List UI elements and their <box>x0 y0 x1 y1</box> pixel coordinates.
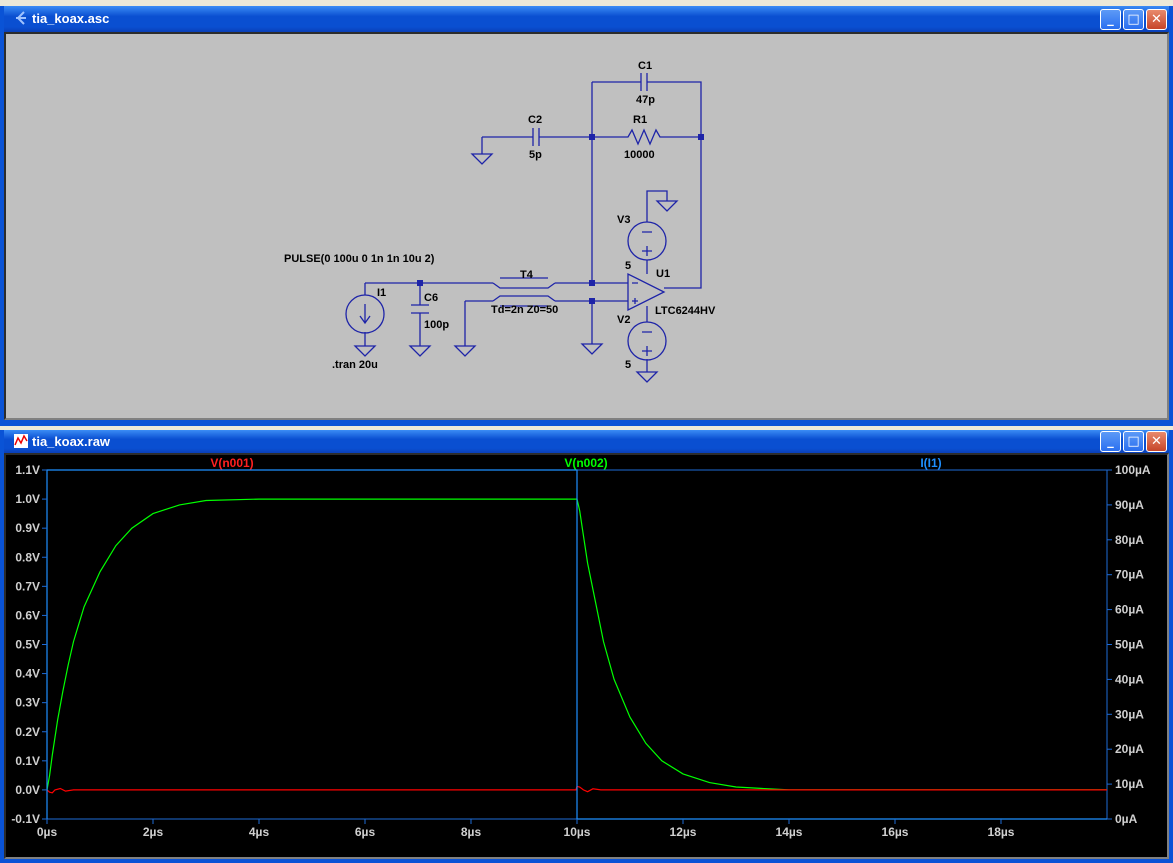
y2-tick-label: 30µA <box>1115 707 1144 721</box>
y-tick-label: 0.6V <box>15 608 40 622</box>
schematic-canvas[interactable]: C1 47p C2 5p R1 10000 V3 5 V2 5 U1 LTC62… <box>4 32 1169 420</box>
y2-tick-label: 10µA <box>1115 777 1144 791</box>
y-tick-label: -0.1V <box>11 812 40 826</box>
y2-tick-label: 80µA <box>1115 533 1144 547</box>
y-tick-label: 0.7V <box>15 579 40 593</box>
axis-ticks: 0µs 2µs 4µs 6µs 8µs 10µs 12µs 14µs 16µs 18µs -0.1V… <box>11 463 1151 839</box>
r1-label: R1 <box>633 114 647 126</box>
waveform-plot[interactable]: V(n001) V(n002) I(I1) 0µs 2µs 4µs 6µs 8µs 10µ… <box>6 455 1167 857</box>
schematic-title: tia_koax.asc <box>32 11 110 26</box>
y2-tick-label: 50µA <box>1115 638 1144 652</box>
c2-label: C2 <box>528 114 542 126</box>
x-tick-label: 2µs <box>143 825 164 839</box>
x-tick-label: 10µs <box>564 825 591 839</box>
x-tick-label: 14µs <box>776 825 803 839</box>
voltage-source-v2[interactable] <box>627 321 667 361</box>
y-tick-label: 1.1V <box>15 463 40 477</box>
minimize-button[interactable]: _ <box>1100 431 1121 452</box>
t4-params: Td=2n Z0=50 <box>491 304 558 316</box>
y-tick-label: 0.1V <box>15 754 40 768</box>
trace-i-i1[interactable] <box>46 469 1107 820</box>
y2-tick-label: 90µA <box>1115 498 1144 512</box>
y2-tick-label: 0µA <box>1115 812 1138 826</box>
x-tick-label: 12µs <box>670 825 697 839</box>
waveform-title: tia_koax.raw <box>32 434 111 449</box>
waveform-window[interactable]: tia_koax.raw _ □ ✕ V(n001) V(n002) I(I1)… <box>0 430 1173 863</box>
trace-label-v-n002[interactable]: V(n002) <box>564 456 607 470</box>
u1-label: U1 <box>656 268 670 280</box>
waveform-titlebar[interactable]: tia_koax.raw _ □ ✕ <box>4 430 1169 453</box>
c2-value: 5p <box>529 149 542 161</box>
trace-v-n001[interactable] <box>46 785 1107 794</box>
maximize-button[interactable]: □ <box>1123 9 1144 30</box>
r1-value: 10000 <box>624 149 655 161</box>
voltage-source-v3[interactable] <box>627 221 667 261</box>
v3-label: V3 <box>617 214 630 226</box>
y-tick-label: 0.3V <box>15 696 40 710</box>
c1-value: 47p <box>636 94 655 106</box>
y-tick-label: 0.5V <box>15 638 40 652</box>
ground-icon <box>408 345 432 357</box>
x-tick-label: 0µs <box>37 825 58 839</box>
resistor-r1[interactable] <box>621 128 664 146</box>
c6-label: C6 <box>424 292 438 304</box>
trace-label-v-n001[interactable]: V(n001) <box>210 456 253 470</box>
y2-tick-label: 20µA <box>1115 742 1144 756</box>
trace-label-i-i1[interactable]: I(I1) <box>920 456 941 470</box>
minimize-button[interactable]: _ <box>1100 9 1121 30</box>
plot-pane[interactable]: V(n001) V(n002) I(I1) 0µs 2µs 4µs 6µs 8µs 10µ… <box>4 453 1169 859</box>
opamp-u1[interactable] <box>627 272 666 312</box>
wires <box>364 81 702 372</box>
y2-tick-label: 100µA <box>1115 463 1151 477</box>
y-tick-label: 1.0V <box>15 492 40 506</box>
v3-value: 5 <box>625 260 631 272</box>
t4-label: T4 <box>520 269 534 281</box>
ltspice-schematic-icon <box>16 11 26 25</box>
close-button[interactable]: ✕ <box>1146 9 1167 30</box>
schematic-drawing[interactable]: C1 47p C2 5p R1 10000 V3 5 V2 5 U1 LTC62… <box>6 34 1167 418</box>
y-tick-label: 0.8V <box>15 550 40 564</box>
capacitor-c2[interactable] <box>528 128 544 146</box>
ground-icon <box>580 343 604 355</box>
i1-label: I1 <box>377 287 386 299</box>
x-tick-label: 18µs <box>988 825 1015 839</box>
c6-value: 100p <box>424 319 449 331</box>
close-button[interactable]: ✕ <box>1146 431 1167 452</box>
ground-icon <box>655 200 679 212</box>
tran-directive[interactable]: .tran 20u <box>332 359 378 371</box>
trace-v-n002[interactable] <box>46 498 1107 791</box>
capacitor-c6[interactable] <box>411 304 429 314</box>
waveform-icon <box>14 434 28 448</box>
ground-icon <box>453 345 477 357</box>
c1-label: C1 <box>638 60 652 72</box>
x-tick-label: 16µs <box>882 825 909 839</box>
u1-model: LTC6244HV <box>655 305 716 317</box>
v2-value: 5 <box>625 359 631 371</box>
v2-label: V2 <box>617 314 630 326</box>
x-tick-label: 4µs <box>249 825 270 839</box>
pulse-spec: PULSE(0 100u 0 1n 1n 10u 2) <box>284 253 435 265</box>
junction-dots <box>417 134 704 304</box>
ground-icon <box>353 345 377 357</box>
y2-tick-label: 70µA <box>1115 568 1144 582</box>
plot-traces <box>46 469 1107 820</box>
y-tick-label: 0.4V <box>15 667 40 681</box>
schematic-window[interactable]: tia_koax.asc _ □ ✕ <box>0 6 1173 426</box>
y-tick-label: 0.2V <box>15 725 40 739</box>
y-tick-label: 0.0V <box>15 783 40 797</box>
maximize-button[interactable]: □ <box>1123 431 1144 452</box>
current-source-i1[interactable] <box>345 294 385 334</box>
transmission-line-t4[interactable] <box>492 277 556 307</box>
y2-tick-label: 60µA <box>1115 603 1144 617</box>
y-tick-label: 0.9V <box>15 521 40 535</box>
y2-tick-label: 40µA <box>1115 672 1144 686</box>
x-tick-label: 6µs <box>355 825 376 839</box>
x-tick-label: 8µs <box>461 825 482 839</box>
capacitor-c1[interactable] <box>636 73 652 91</box>
ground-icon <box>470 153 494 165</box>
ground-icon <box>635 371 659 383</box>
schematic-titlebar[interactable]: tia_koax.asc _ □ ✕ <box>4 6 1169 32</box>
